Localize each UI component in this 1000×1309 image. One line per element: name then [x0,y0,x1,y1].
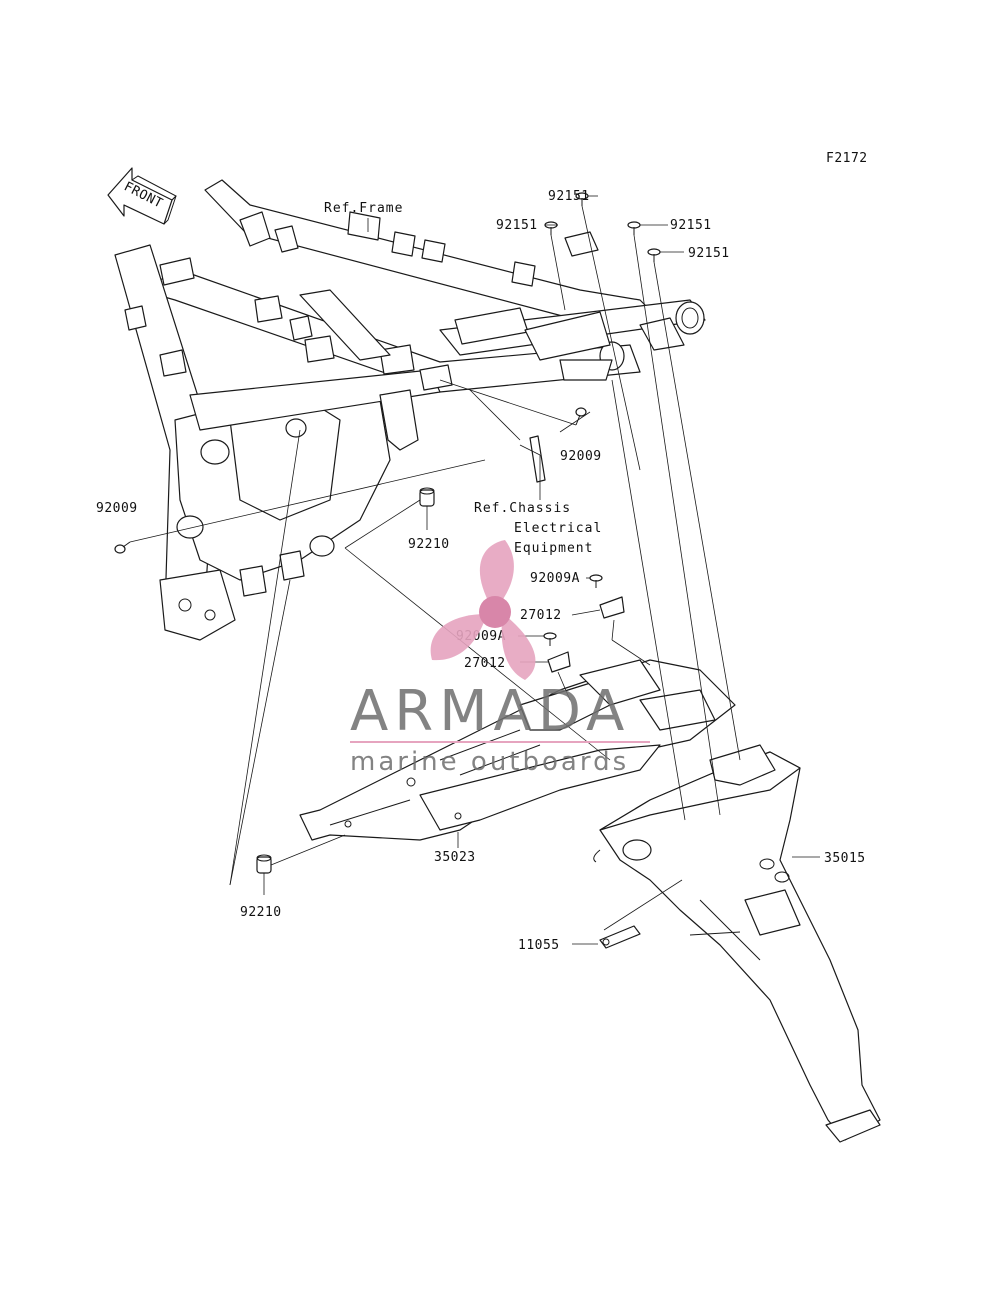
collar-icon [419,487,435,507]
clamp-icon [599,596,625,619]
bolt-icon [589,574,603,588]
bolt-icon [114,541,131,554]
clamp-icon [547,651,571,673]
armada-watermark: ARMADA marine outboards [350,540,650,777]
ref-frame-label: Ref.Frame [324,201,403,216]
ref-chassis-label-3: Equipment [514,541,593,556]
watermark-brand: ARMADA [350,679,630,744]
callout-92009-left: 92009 [96,501,138,516]
diagram-code: F2172 [826,151,868,166]
bolt-icon [647,248,661,262]
callout-35015: 35015 [824,851,866,866]
callout-35023: 35023 [434,850,476,865]
callout-92009-right: 92009 [560,449,602,464]
callout-27012-lower: 27012 [464,656,506,671]
strap-icon [529,435,546,483]
callout-11055: 11055 [518,938,560,953]
bolt-icon [543,632,557,646]
bolt-icon [544,221,558,235]
ref-chassis-label-2: Electrical [514,521,602,536]
frame-assembly [114,179,706,641]
callout-92210-lower: 92210 [240,905,282,920]
callout-92151-far-right: 92151 [688,246,730,261]
bolt-icon [575,407,587,426]
front-arrow-icon: FRONT [107,167,177,225]
bolt-icon [627,221,641,235]
callout-92151-right: 92151 [670,218,712,233]
leader-lines [129,195,820,945]
propeller-logo-icon [430,540,536,680]
ref-chassis-label: Ref.Chassis [474,501,571,516]
watermark-tagline: marine outboards [350,747,629,777]
bracket-icon [599,925,641,949]
callout-92151-left: 92151 [496,218,538,233]
callout-92009A-upper: 92009A [530,571,580,586]
callout-92210-upper: 92210 [408,537,450,552]
collar-icon [256,854,272,874]
part-35015-rear-fender [593,744,881,1143]
callout-27012-upper: 27012 [520,608,562,623]
part-35023-tray [299,659,736,841]
callout-92151-top: 92151 [548,189,590,204]
